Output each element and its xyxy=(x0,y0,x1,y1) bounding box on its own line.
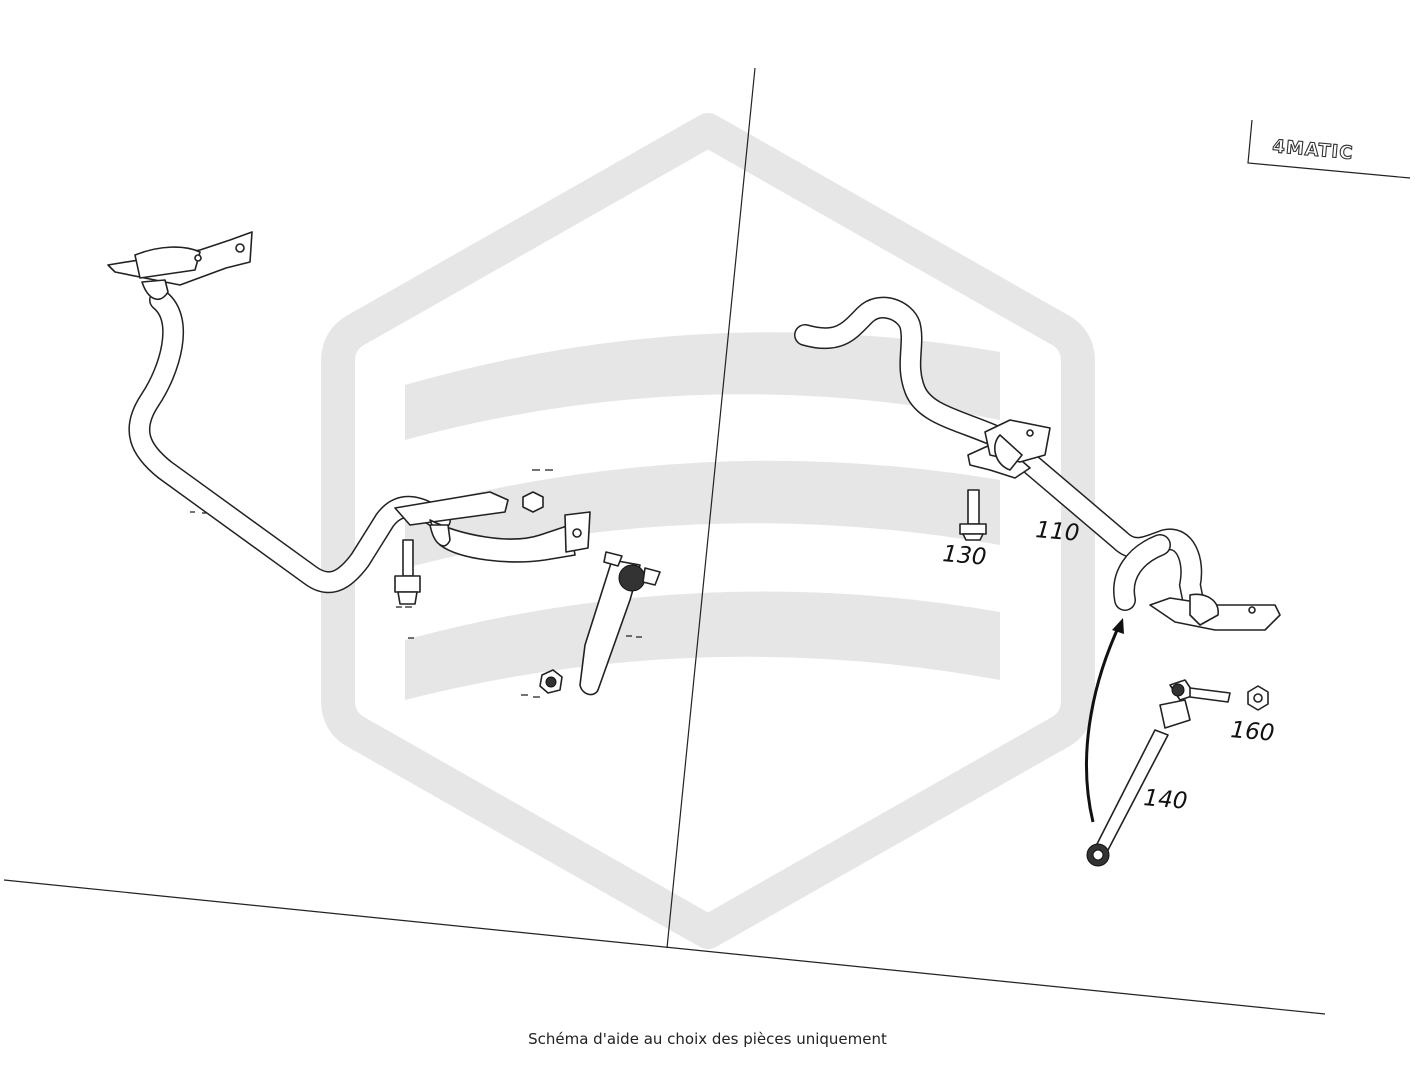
front-stabilizer-assembly xyxy=(107,231,661,698)
watermark-logo xyxy=(321,113,1095,949)
front-left-bracket xyxy=(107,231,253,301)
rear-nut-160 xyxy=(1247,685,1269,711)
rear-lower-bracket xyxy=(1149,593,1281,631)
separator-line xyxy=(666,67,756,949)
ground-line xyxy=(3,879,1326,1015)
rear-upper-bracket xyxy=(967,419,1051,479)
badge-frame xyxy=(1247,119,1411,179)
callout-140: 140 xyxy=(1142,785,1188,815)
callout-160: 160 xyxy=(1229,717,1275,747)
front-coupling-link xyxy=(579,551,661,696)
front-nut xyxy=(539,669,563,694)
rear-bolt-130 xyxy=(959,489,987,541)
front-bolt xyxy=(394,539,421,605)
rear-stabilizer-assembly xyxy=(794,296,1281,867)
front-right-bracket xyxy=(394,491,591,563)
front-stabilizer-bar xyxy=(128,289,451,594)
assembly-arrow xyxy=(1085,618,1124,823)
callout-110: 110 xyxy=(1034,517,1080,547)
4matic-badge: 4MATIC xyxy=(1272,136,1355,164)
rear-coupling-link-140 xyxy=(1086,679,1231,867)
callout-130: 130 xyxy=(941,541,987,571)
diagram-caption: Schéma d'aide au choix des pièces unique… xyxy=(528,1030,887,1048)
